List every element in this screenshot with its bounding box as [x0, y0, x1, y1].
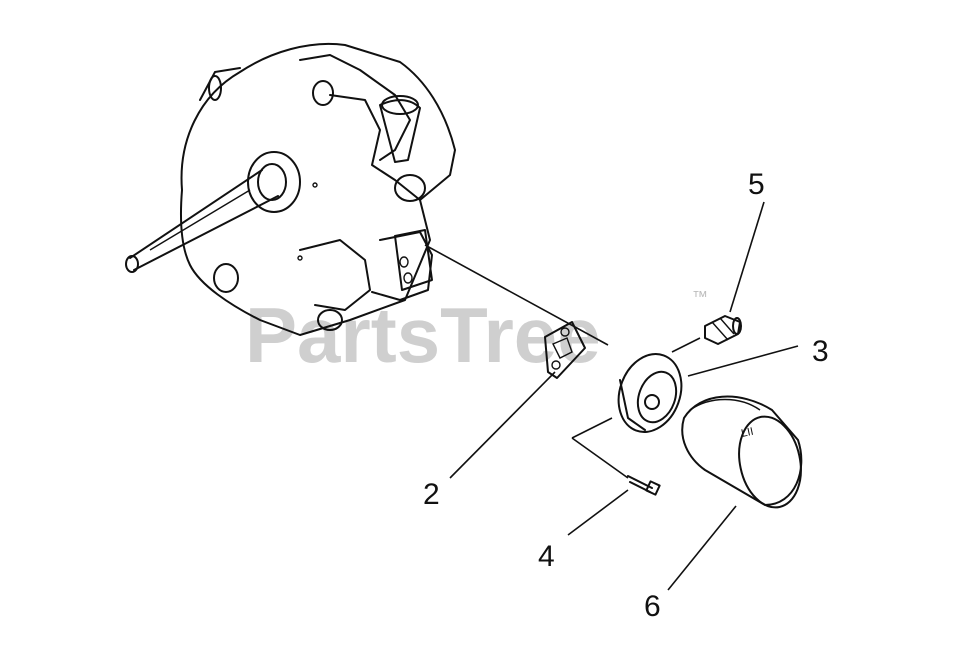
part-5-fitting [704, 315, 742, 345]
watermark-trademark: ™ [692, 289, 708, 306]
part-4-screw [627, 475, 661, 496]
watermark-text: PartsTree [245, 291, 601, 379]
engine-crankcase [125, 42, 456, 336]
callout-5: 5 [748, 168, 765, 201]
callout-6: 6 [644, 590, 661, 623]
callout-3: 3 [812, 335, 829, 368]
part-2-gasket [544, 321, 586, 379]
callout-4: 4 [538, 540, 555, 573]
part-6-oil-filter: LII [681, 395, 803, 509]
assembly-lines [424, 244, 701, 479]
leader-lines [449, 201, 799, 591]
callout-2: 2 [423, 478, 440, 511]
filter-label: LII [740, 426, 754, 440]
part-3-filter-adapter [617, 353, 683, 433]
